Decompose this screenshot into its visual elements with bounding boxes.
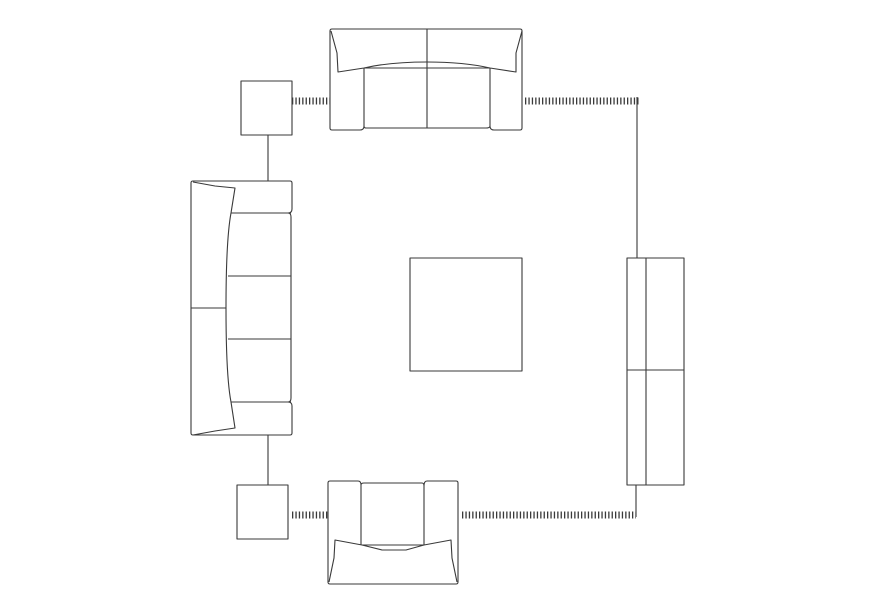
bench-right (626, 257, 685, 486)
side-table-bottom (236, 484, 289, 540)
sofa-left (190, 180, 293, 436)
side-table-top (240, 80, 293, 136)
loveseat-top (329, 28, 523, 131)
coffee-table (409, 257, 523, 372)
armchair-bottom (327, 480, 459, 585)
dashed-connectors (267, 97, 639, 519)
